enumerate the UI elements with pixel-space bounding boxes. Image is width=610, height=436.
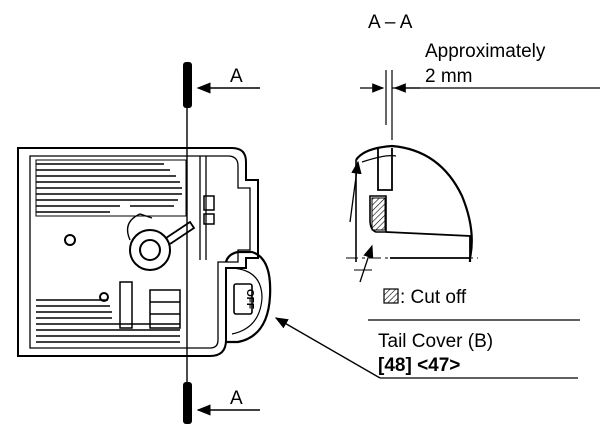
- gear-assembly: [126, 213, 196, 271]
- dimension-gap: [360, 70, 600, 140]
- switch-label: OFF: [244, 289, 255, 309]
- cut-off-area: [371, 197, 386, 231]
- off-switch: OFF: [233, 283, 255, 315]
- part-name: Tail Cover (B): [378, 331, 493, 352]
- cooling-fins-top: [36, 163, 182, 213]
- gap-label-line2: 2 mm: [425, 66, 473, 87]
- cooling-fins-bottom: [36, 299, 180, 343]
- device-body: [17, 147, 259, 357]
- part-refs: [48] <47>: [378, 355, 460, 376]
- cut-off-arrows: [349, 160, 374, 283]
- gap-label-line1: Approximately: [425, 41, 546, 62]
- section-marker-top: A: [230, 66, 243, 87]
- fin-block-top: [35, 159, 187, 217]
- leader-tail-cover: [274, 317, 578, 379]
- brush-holder: [119, 195, 215, 329]
- section-marker-bottom: A: [230, 388, 243, 409]
- screw-hole-lower: [99, 292, 109, 302]
- tail-cover: [224, 250, 272, 344]
- screw-hole-upper: [64, 234, 76, 246]
- cutting-plane: [183, 62, 192, 424]
- section-profile: [346, 144, 478, 271]
- legend-hatch-swatch: [383, 288, 399, 304]
- legend-cut-off: : Cut off: [400, 287, 467, 308]
- section-title: A – A: [368, 12, 413, 33]
